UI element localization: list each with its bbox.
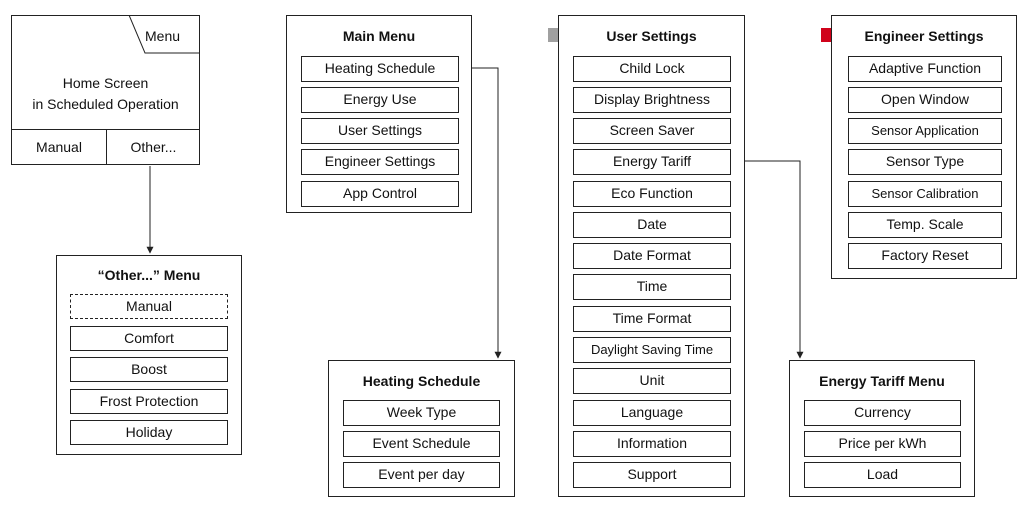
- home-screen-line2: in Scheduled Operation: [32, 96, 179, 112]
- main-menu-item-heating-schedule[interactable]: Heating Schedule: [301, 56, 459, 82]
- other-menu-item-manual[interactable]: Manual: [70, 294, 228, 319]
- engineer-settings-item-temp-scale[interactable]: Temp. Scale: [848, 212, 1002, 238]
- user-settings-item-time[interactable]: Time: [573, 274, 731, 300]
- engineer-settings-item-sensor-application[interactable]: Sensor Application: [848, 118, 1002, 144]
- main-menu-item-engineer-settings[interactable]: Engineer Settings: [301, 149, 459, 175]
- user-settings-item-date-format[interactable]: Date Format: [573, 243, 731, 269]
- other-menu-item-frost-protection[interactable]: Frost Protection: [70, 389, 228, 414]
- engineer-settings-title: Engineer Settings: [864, 28, 984, 44]
- other-menu-item-boost[interactable]: Boost: [70, 357, 228, 382]
- main-menu-item-app-control[interactable]: App Control: [301, 181, 459, 207]
- other-menu-item-comfort[interactable]: Comfort: [70, 326, 228, 351]
- energy-tariff-item-load[interactable]: Load: [804, 462, 961, 488]
- user-settings-item-energy-tariff[interactable]: Energy Tariff: [573, 149, 731, 175]
- heating-schedule-item-event-per-day[interactable]: Event per day: [343, 462, 500, 488]
- other-menu-panel: “Other...” Menu Manual Comfort Boost Fro…: [56, 255, 242, 455]
- manual-button[interactable]: Manual: [12, 129, 107, 165]
- energy-tariff-item-currency[interactable]: Currency: [804, 400, 961, 426]
- user-settings-item-child-lock[interactable]: Child Lock: [573, 56, 731, 82]
- engineer-settings-item-adaptive-function[interactable]: Adaptive Function: [848, 56, 1002, 82]
- other-button[interactable]: Other...: [107, 129, 200, 165]
- engineer-settings-item-factory-reset[interactable]: Factory Reset: [848, 243, 1002, 269]
- menu-button[interactable]: Menu: [145, 28, 181, 44]
- user-settings-item-screen-saver[interactable]: Screen Saver: [573, 118, 731, 144]
- user-settings-item-date[interactable]: Date: [573, 212, 731, 238]
- main-menu-title: Main Menu: [342, 28, 416, 44]
- energy-tariff-menu-panel: Energy Tariff Menu Currency Price per kW…: [789, 360, 975, 497]
- engineer-settings-item-open-window[interactable]: Open Window: [848, 87, 1002, 113]
- home-screen: Menu Home Screen in Scheduled Operation …: [11, 15, 200, 165]
- user-settings-title: User Settings: [606, 28, 697, 44]
- other-menu-title: “Other...” Menu: [97, 267, 201, 283]
- other-menu-item-holiday[interactable]: Holiday: [70, 420, 228, 445]
- heating-schedule-panel: Heating Schedule Week Type Event Schedul…: [328, 360, 515, 497]
- main-menu-panel: Main Menu Heating Schedule Energy Use Us…: [286, 15, 472, 213]
- energy-tariff-item-price-per-kwh[interactable]: Price per kWh: [804, 431, 961, 457]
- user-settings-item-display-brightness[interactable]: Display Brightness: [573, 87, 731, 113]
- user-settings-item-information[interactable]: Information: [573, 431, 731, 457]
- engineer-settings-item-sensor-calibration[interactable]: Sensor Calibration: [848, 181, 1002, 207]
- menu-tab-outline: [128, 15, 200, 54]
- user-settings-panel: User Settings Child Lock Display Brightn…: [558, 15, 745, 497]
- user-settings-item-language[interactable]: Language: [573, 400, 731, 426]
- engineer-settings-panel: Engineer Settings Adaptive Function Open…: [831, 15, 1017, 279]
- user-settings-item-daylight-saving-time[interactable]: Daylight Saving Time: [573, 337, 731, 363]
- engineer-settings-item-sensor-type[interactable]: Sensor Type: [848, 149, 1002, 175]
- heating-schedule-item-event-schedule[interactable]: Event Schedule: [343, 431, 500, 457]
- user-settings-item-unit[interactable]: Unit: [573, 368, 731, 394]
- heating-schedule-title: Heating Schedule: [362, 373, 481, 389]
- user-settings-item-eco-function[interactable]: Eco Function: [573, 181, 731, 207]
- energy-tariff-menu-title: Energy Tariff Menu: [819, 373, 945, 389]
- user-settings-item-support[interactable]: Support: [573, 462, 731, 488]
- user-settings-item-time-format[interactable]: Time Format: [573, 306, 731, 332]
- home-screen-line1: Home Screen: [62, 75, 149, 91]
- heating-schedule-item-week-type[interactable]: Week Type: [343, 400, 500, 426]
- main-menu-item-user-settings[interactable]: User Settings: [301, 118, 459, 144]
- main-menu-item-energy-use[interactable]: Energy Use: [301, 87, 459, 113]
